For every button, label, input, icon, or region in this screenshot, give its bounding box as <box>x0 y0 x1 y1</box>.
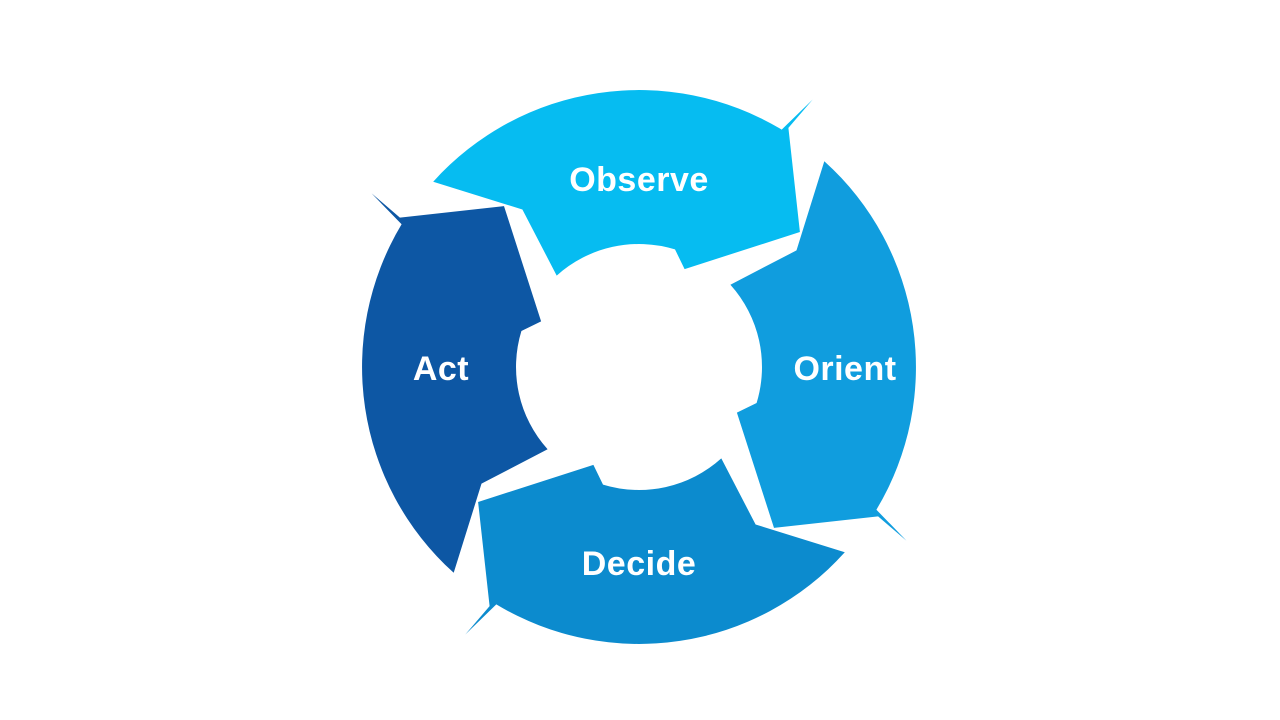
segment-label-decide: Decide <box>582 545 697 583</box>
segment-label-act: Act <box>413 350 469 388</box>
segment-label-orient: Orient <box>793 350 896 388</box>
segment-label-observe: Observe <box>569 161 709 199</box>
